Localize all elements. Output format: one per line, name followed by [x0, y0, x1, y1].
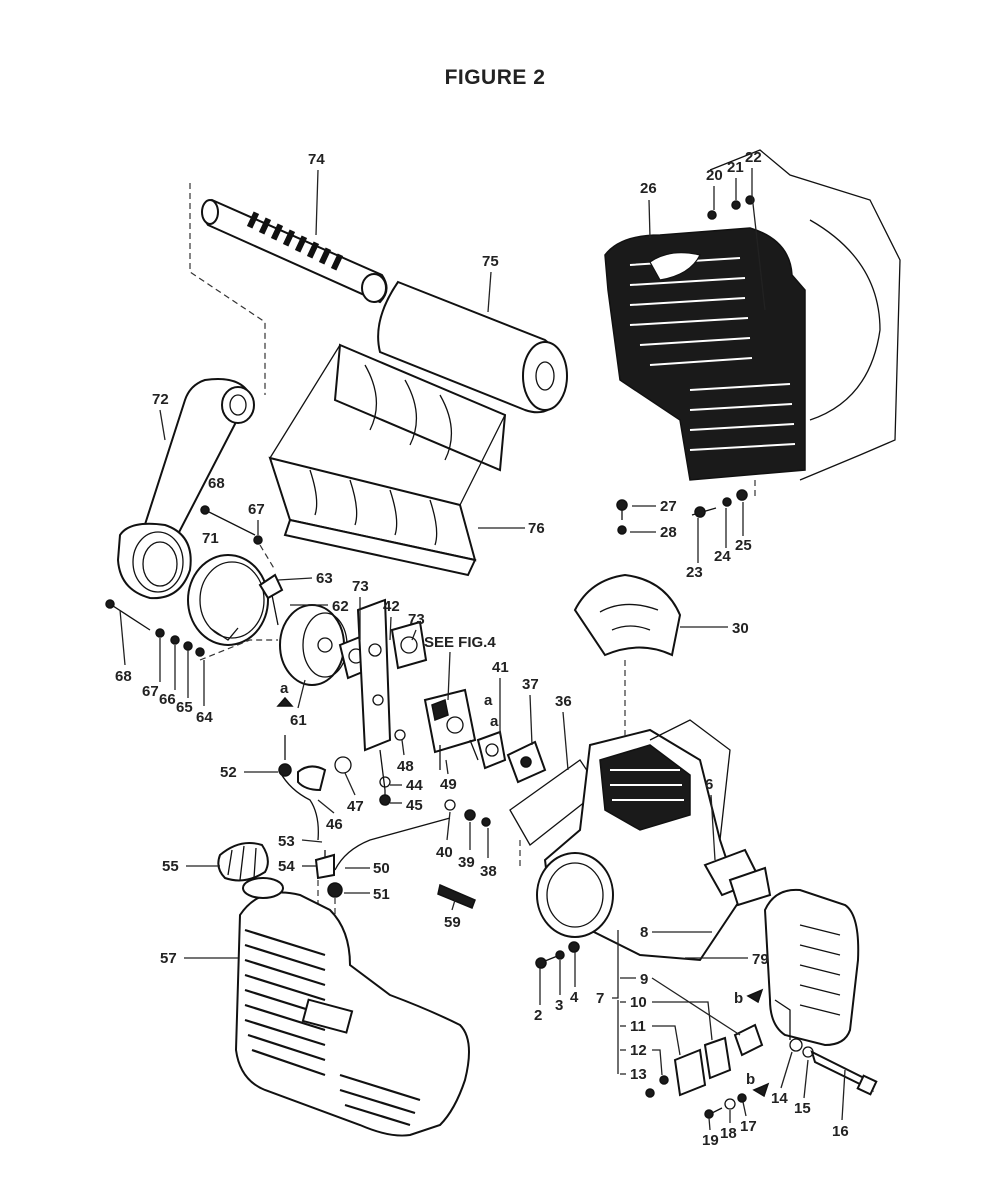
callout-73-right: 73 — [408, 611, 425, 628]
part-62-adapter — [279, 604, 348, 686]
callout-18: 18 — [720, 1125, 737, 1142]
callout-b-upper: b — [734, 990, 743, 1007]
callout-55: 55 — [162, 858, 179, 875]
part-41-gasket — [476, 730, 507, 770]
callout-22: 22 — [745, 149, 762, 166]
callout-61: 61 — [290, 712, 307, 729]
callout-67-upper: 67 — [248, 501, 265, 518]
callout-7: 7 — [596, 990, 604, 1007]
callout-6: 6 — [705, 776, 713, 793]
callout-28: 28 — [660, 524, 677, 541]
callout-14: 14 — [771, 1090, 788, 1107]
part-73-gasket-right — [390, 620, 428, 670]
callout-44: 44 — [406, 777, 423, 794]
callout-37: 37 — [522, 676, 539, 693]
callout-41: 41 — [492, 659, 509, 676]
callout-53: 53 — [278, 833, 295, 850]
callout-72: 72 — [152, 391, 169, 408]
callout-51: 51 — [373, 886, 390, 903]
callout-25: 25 — [735, 537, 752, 554]
callout-68-lower: 68 — [115, 668, 132, 685]
callout-12: 12 — [630, 1042, 647, 1059]
part-76-air-box — [268, 343, 507, 577]
callout-65: 65 — [176, 699, 193, 716]
callout-23: 23 — [686, 564, 703, 581]
callout-27: 27 — [660, 498, 677, 515]
part-75-filter-cylinder — [377, 280, 568, 414]
callout-8: 8 — [640, 924, 648, 941]
callout-50: 50 — [373, 860, 390, 877]
callout-52: 52 — [220, 764, 237, 781]
part-42-carb-bracket — [356, 598, 392, 752]
callout-b-lower: b — [746, 1071, 755, 1088]
callout-30: 30 — [732, 620, 749, 637]
part-30-shroud — [573, 573, 682, 657]
carburetor-assembly — [423, 688, 479, 770]
callout-21: 21 — [727, 159, 744, 176]
fuel-line-parts — [278, 729, 491, 915]
part-55-fuel-cap — [217, 842, 269, 882]
callout-a-mid: a — [484, 692, 493, 709]
fastener-set-upper — [616, 195, 755, 535]
callout-68-upper: 68 — [208, 475, 225, 492]
part-63-bracket — [258, 573, 284, 626]
callout-39: 39 — [458, 854, 475, 871]
callout-15: 15 — [794, 1100, 811, 1117]
figure-title: FIGURE 2 — [444, 66, 546, 89]
callout-71: 71 — [202, 530, 219, 547]
callout-49: 49 — [440, 776, 457, 793]
callout-labels: 74 75 26 20 21 22 72 68 67 76 27 28 23 2… — [115, 149, 849, 1149]
callout-see-fig4: SEE FIG.4 — [424, 634, 496, 651]
callout-9: 9 — [640, 971, 648, 988]
callout-63: 63 — [316, 570, 333, 587]
callout-3: 3 — [555, 997, 563, 1014]
part-72-elbow-tube — [116, 378, 255, 600]
callout-57: 57 — [160, 950, 177, 967]
muffler — [763, 888, 860, 1047]
assembly-lines — [189, 183, 756, 870]
callout-36: 36 — [555, 693, 572, 710]
callout-13: 13 — [630, 1066, 647, 1083]
part-74-perforated-tube — [201, 198, 388, 304]
callout-16: 16 — [832, 1123, 849, 1140]
callout-a-right: a — [490, 713, 499, 730]
callout-2: 2 — [534, 1007, 542, 1024]
callout-26: 26 — [640, 180, 657, 197]
callout-11: 11 — [630, 1018, 646, 1035]
callout-4: 4 — [570, 989, 579, 1006]
part-71-clamp-band — [187, 554, 269, 646]
callout-74: 74 — [308, 151, 325, 168]
part-57-fuel-tank — [234, 877, 470, 1137]
callout-a-left: a — [280, 680, 289, 697]
callout-38: 38 — [480, 863, 497, 880]
callout-17: 17 — [740, 1118, 757, 1135]
engine-block — [536, 719, 772, 962]
callout-79: 79 — [752, 951, 769, 968]
callout-19: 19 — [702, 1132, 719, 1149]
callout-20: 20 — [706, 167, 723, 184]
callout-66: 66 — [159, 691, 176, 708]
part-26-fan-cover — [604, 149, 901, 481]
callout-45: 45 — [406, 797, 423, 814]
callout-73-left: 73 — [352, 578, 369, 595]
callout-67-lower: 67 — [142, 683, 159, 700]
callout-76: 76 — [528, 520, 545, 537]
callout-24: 24 — [714, 548, 731, 565]
callout-54: 54 — [278, 858, 295, 875]
callout-64: 64 — [196, 709, 213, 726]
callout-46: 46 — [326, 816, 343, 833]
callout-59: 59 — [444, 914, 461, 931]
callout-47: 47 — [347, 798, 364, 815]
callout-48: 48 — [397, 758, 414, 775]
callout-62: 62 — [332, 598, 349, 615]
part-37-insulator — [506, 740, 547, 784]
fastener-set-lower — [535, 941, 878, 1119]
callout-40: 40 — [436, 844, 453, 861]
callout-42: 42 — [383, 598, 400, 615]
callout-10: 10 — [630, 994, 647, 1011]
callout-75: 75 — [482, 253, 499, 270]
